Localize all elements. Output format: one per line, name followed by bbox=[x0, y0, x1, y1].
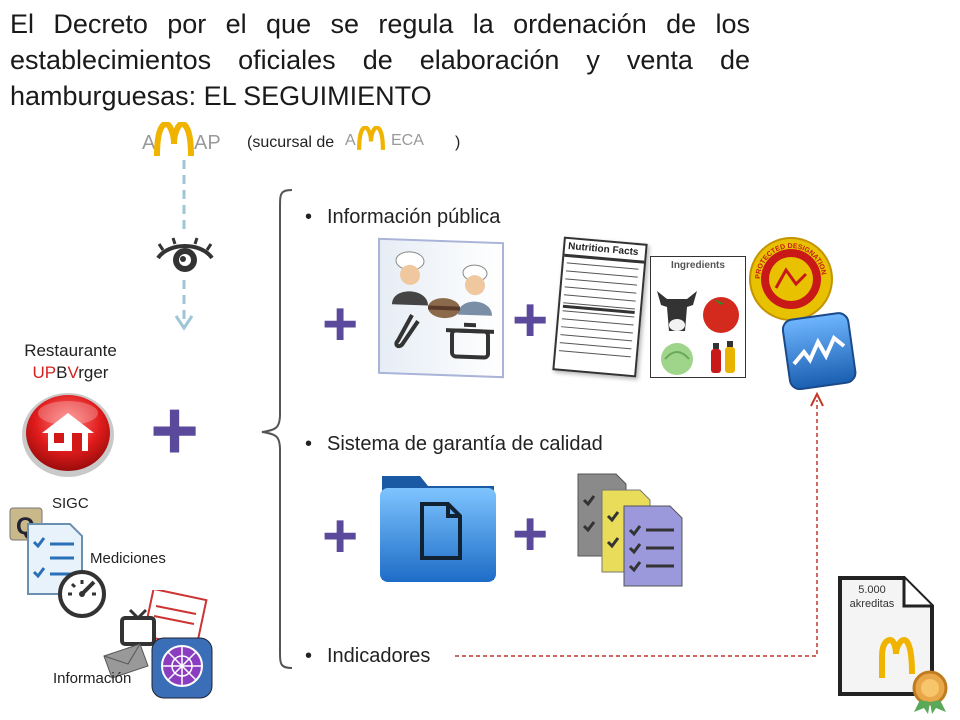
lettuce-icon bbox=[661, 343, 693, 375]
branch-close: ) bbox=[455, 134, 461, 151]
information-media-icon bbox=[103, 590, 213, 699]
agency-logo-right: AP bbox=[194, 132, 221, 154]
tomato-icon bbox=[703, 297, 739, 333]
bullet-public-info: •Información pública bbox=[305, 206, 501, 228]
sauce-bottles-icon bbox=[711, 341, 735, 373]
page-title: El Decreto por el que se regula la orden… bbox=[10, 9, 750, 111]
golden-arches-small-icon bbox=[357, 126, 385, 150]
indicators-connector bbox=[455, 391, 824, 657]
restaurant-name-p4: rger bbox=[78, 363, 109, 382]
certificate-text: 5.000 akreditas bbox=[840, 583, 904, 611]
branch-a: A bbox=[345, 132, 356, 149]
grouping-bracket bbox=[261, 189, 293, 669]
informacion-label: Información bbox=[53, 670, 132, 687]
agency-logo-left: A bbox=[142, 132, 156, 154]
certificate-icon bbox=[838, 576, 948, 714]
folder-icon bbox=[380, 476, 496, 582]
mediciones-label: Mediciones bbox=[90, 550, 166, 567]
nutrition-facts-label: Nutrition Facts bbox=[552, 236, 648, 378]
branch-eca: ECA bbox=[391, 132, 424, 149]
bullet-quality-system-text: Sistema de garantía de calidad bbox=[327, 433, 603, 455]
plus-sign-2a: + bbox=[322, 502, 359, 571]
plus-sign-main: + bbox=[150, 383, 200, 477]
plus-sign-2b: + bbox=[512, 500, 549, 569]
bullet-indicators-text: Indicadores bbox=[327, 645, 431, 667]
cow-icon bbox=[657, 291, 697, 331]
gauge-icon bbox=[58, 570, 106, 618]
kitchen-panel bbox=[378, 237, 504, 379]
nutrition-lines bbox=[559, 262, 639, 358]
checklists-icon bbox=[577, 473, 683, 587]
certificate-line2: akreditas bbox=[849, 598, 895, 610]
bullet-public-info-text: Información pública bbox=[327, 206, 501, 228]
bullet-indicators: •Indicadores bbox=[305, 645, 431, 667]
bullet-quality-system: •Sistema de garantía de calidad bbox=[305, 433, 603, 455]
stock-chart-icon bbox=[782, 312, 857, 390]
restaurant-line1: Restaurante bbox=[24, 341, 117, 360]
restaurant-name-p2: B bbox=[56, 363, 68, 382]
branch-open: (sucursal de bbox=[247, 134, 335, 151]
ingredients-icons bbox=[657, 291, 739, 375]
golden-arches-icon bbox=[154, 122, 194, 156]
sigc-label: SIGC bbox=[52, 495, 89, 512]
restaurant-name-p1: UP bbox=[32, 363, 57, 382]
restaurant-label: Restaurante UPBVrger bbox=[8, 340, 133, 384]
branch-label: (sucursal de A ECA ) bbox=[247, 126, 477, 156]
ingredients-title: Ingredients bbox=[671, 260, 725, 271]
plus-sign-1b: + bbox=[512, 286, 549, 355]
agency-logo: A AP bbox=[140, 122, 230, 158]
chef-icon bbox=[392, 251, 494, 360]
pdo-seal-icon: PROTECTED DESIGNATION OF ORIGIN bbox=[748, 236, 833, 321]
plus-sign-1a: + bbox=[322, 290, 359, 359]
monitoring-connector bbox=[174, 160, 194, 331]
ingredients-box: Ingredients bbox=[650, 256, 746, 378]
restaurant-name: UPBVrger bbox=[8, 362, 133, 384]
certificate-line1: 5.000 bbox=[858, 584, 886, 596]
restaurant-name-p3: V bbox=[67, 363, 79, 382]
eye-icon bbox=[156, 237, 214, 272]
home-icon bbox=[22, 393, 114, 477]
